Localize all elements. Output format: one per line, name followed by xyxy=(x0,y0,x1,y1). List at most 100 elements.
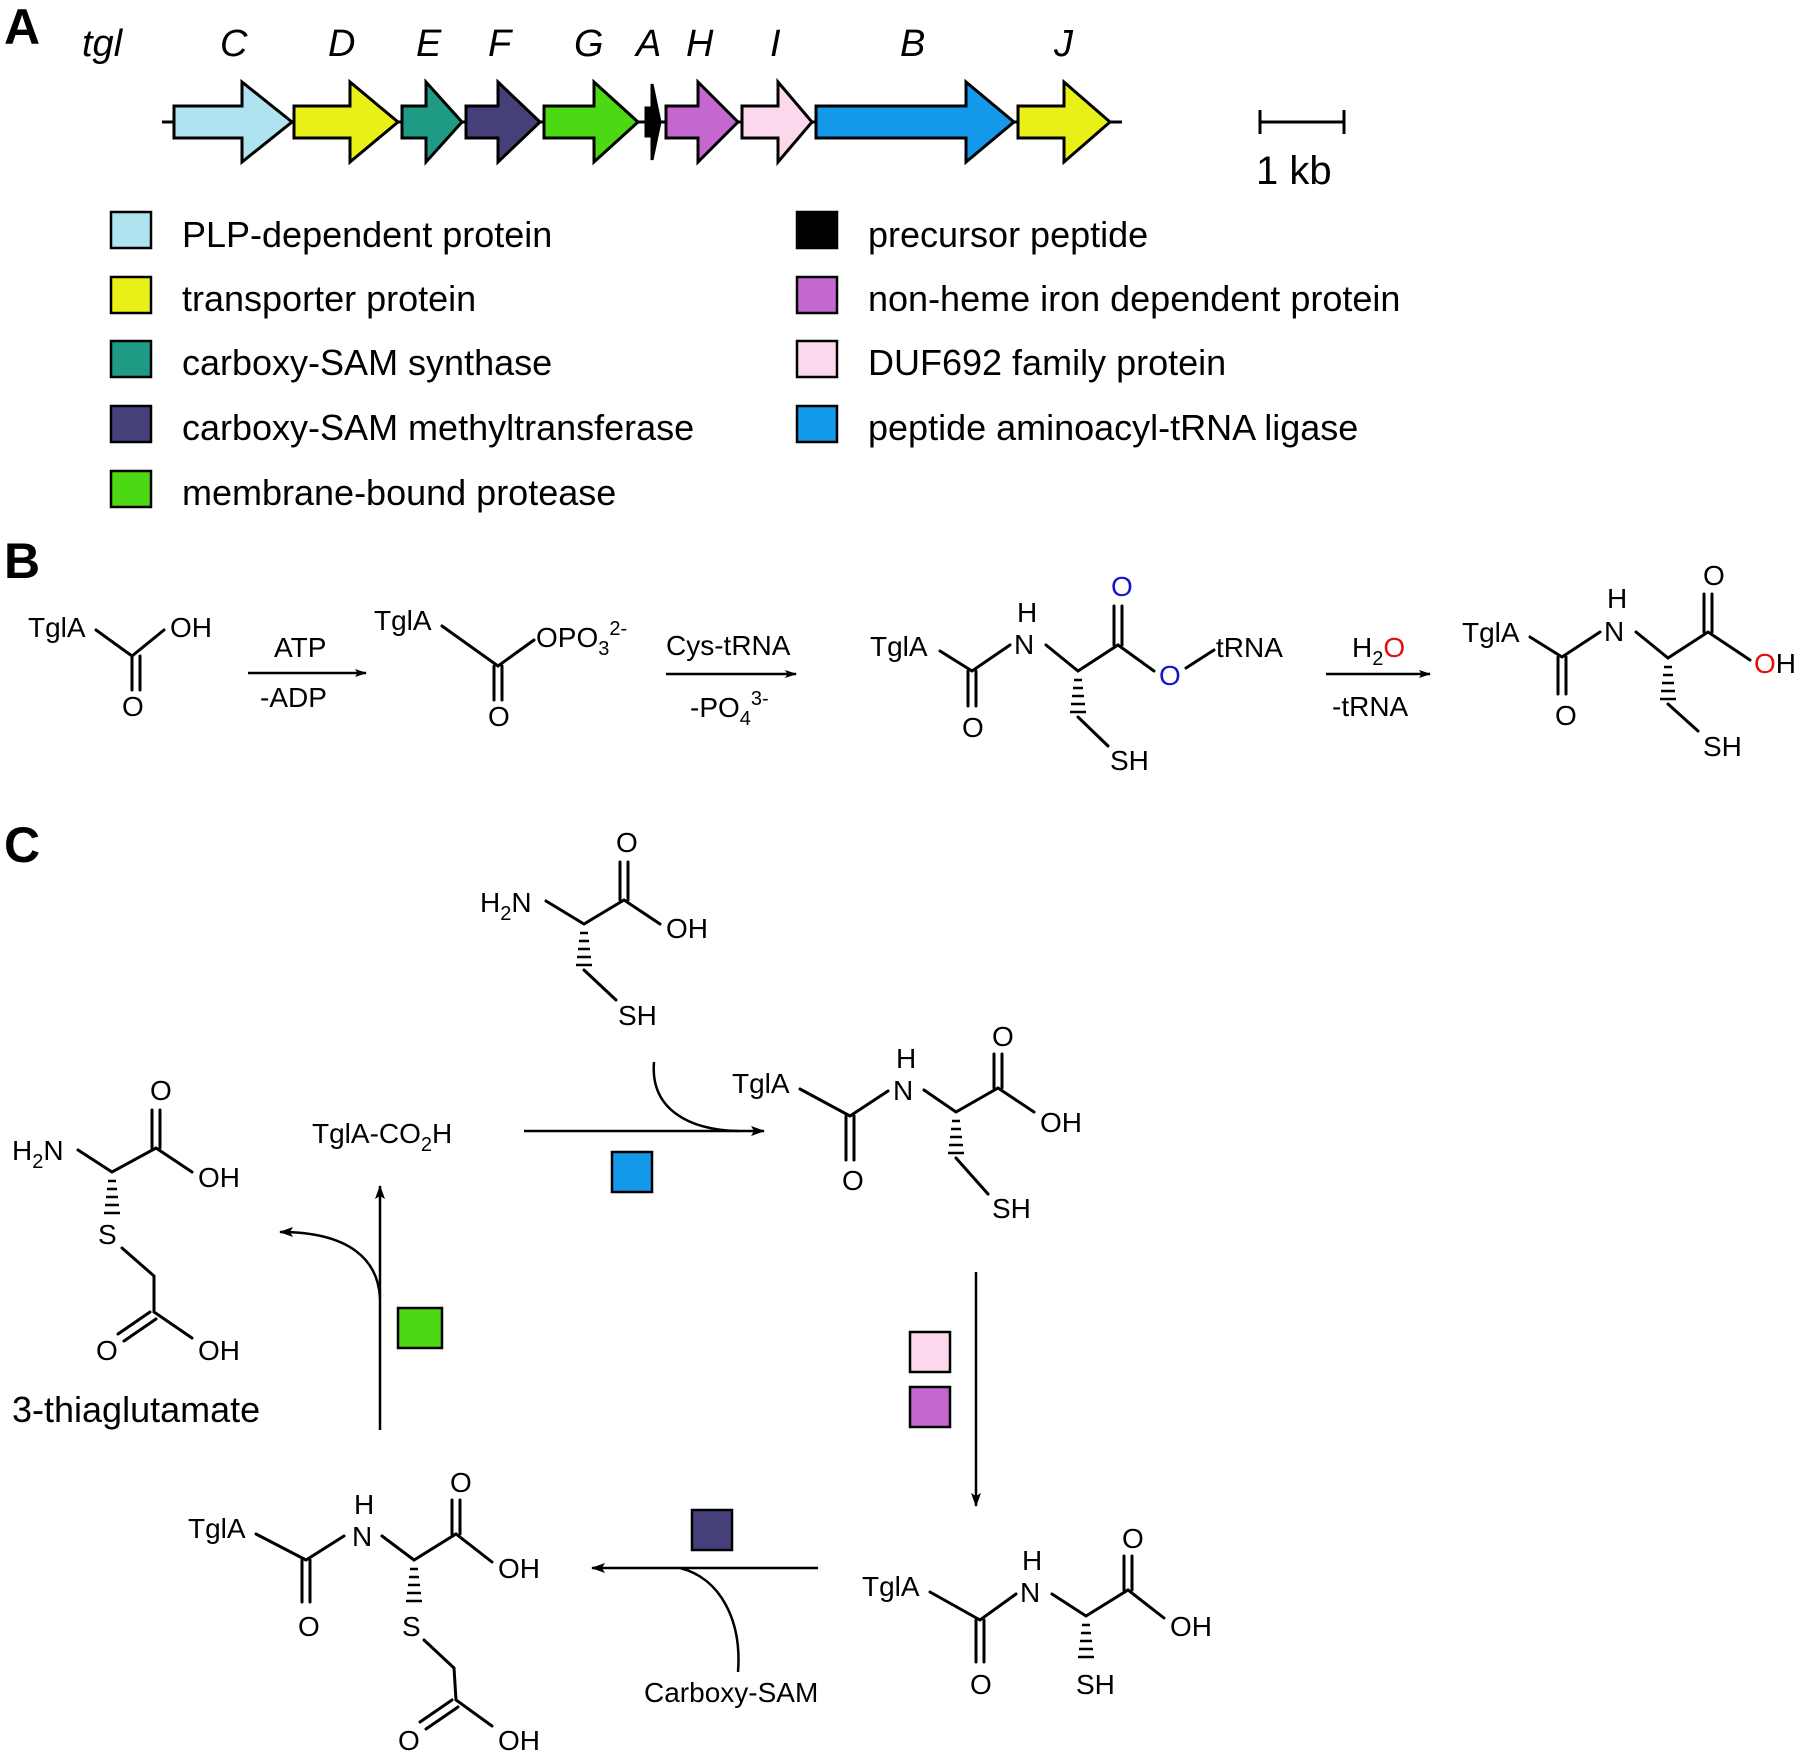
gene-arrow-i xyxy=(740,77,814,167)
gene-label-b: B xyxy=(900,23,925,65)
atom-h: H xyxy=(1017,597,1037,628)
atom-tgla: TglA xyxy=(188,1513,246,1544)
thiaglutamate: O H2N OH S O OH 3-thiaglutamate xyxy=(12,1075,260,1430)
cysteine: O H2N OH SH xyxy=(480,827,708,1031)
atom-h: H xyxy=(354,1489,374,1520)
tgla-thioglycine: TglA H N O OH O SH xyxy=(862,1523,1212,1700)
tgla-thiaglutamate: TglA H N O OH O S O OH xyxy=(188,1467,540,1754)
panel-label-a: A xyxy=(4,0,40,55)
tgla-cys: TglA H N O OH O SH xyxy=(732,1021,1082,1224)
atom-n: N xyxy=(893,1075,913,1106)
reagent-atp: ATP xyxy=(274,632,326,663)
legend-swatch-methyltransferase xyxy=(109,404,153,444)
ligase-reaction-arrow xyxy=(524,1061,765,1194)
atom-sh: SH xyxy=(618,1000,657,1031)
reagent-carboxy-sam: Carboxy-SAM xyxy=(644,1677,818,1708)
atom-h: H xyxy=(1022,1545,1042,1576)
atom-o-carbonyl: O xyxy=(992,1021,1014,1052)
legend-label-precursor: precursor peptide xyxy=(868,214,1148,255)
panel-label-c: C xyxy=(4,817,40,873)
gene-labels: C D E F G A H I B J xyxy=(220,23,1074,65)
non-heme-iron-enzyme-marker xyxy=(908,1385,952,1429)
reaction-arrow-atp: ATP -ADP xyxy=(248,632,367,713)
reaction-arrow-hydrolysis: H2O -tRNA xyxy=(1326,632,1431,722)
atom-tgla: TglA xyxy=(1462,617,1520,648)
legend-label-transporter: transporter protein xyxy=(182,278,476,319)
atom-oh: OH xyxy=(198,1162,240,1193)
gene-arrow-h xyxy=(664,78,741,166)
atom-o-amide: O xyxy=(962,712,984,743)
scale-bar-label: 1 kb xyxy=(1256,149,1332,193)
protease-reaction-arrow xyxy=(279,1185,444,1430)
scale-bar: 1 kb xyxy=(1256,110,1346,193)
legend-swatch-ligase xyxy=(795,404,839,444)
atom-oh-acid: OH xyxy=(498,1725,540,1754)
gene-label-e: E xyxy=(416,23,442,65)
atom-oh: OH xyxy=(170,612,212,643)
atom-opo3: OPO32- xyxy=(536,618,627,660)
gene-label-c: C xyxy=(220,23,248,65)
atom-o-amide: O xyxy=(842,1165,864,1196)
atom-n: N xyxy=(1020,1577,1040,1608)
legend-label-duf692: DUF692 family protein xyxy=(868,342,1226,383)
gene-label-d: D xyxy=(328,23,355,65)
legend-swatch-transporter xyxy=(109,275,153,315)
gene-label-a: A xyxy=(634,23,661,65)
atom-tgla: TglA xyxy=(374,605,432,636)
gene-label-i: I xyxy=(770,23,781,65)
atom-trna: tRNA xyxy=(1216,632,1283,663)
ligase-enzyme-marker xyxy=(610,1150,654,1194)
gene-arrow-j xyxy=(1016,78,1113,166)
atom-o-carbonyl: O xyxy=(1703,560,1725,591)
tgla-cys-trna-ester: TglA H N O O tRNA O SH xyxy=(870,571,1283,776)
tgla-co2h: TglA-CO2H xyxy=(312,1118,452,1156)
atom-o-carbonyl: O xyxy=(450,1467,472,1498)
atom-sh: SH xyxy=(992,1193,1031,1224)
tgla-acyl-phosphate: TglA OPO32- O xyxy=(374,605,627,732)
gene-arrow-e xyxy=(400,78,465,166)
desulfurization-arrow xyxy=(908,1272,981,1507)
atom-tgla: TglA xyxy=(28,612,86,643)
duf692-enzyme-marker xyxy=(908,1330,952,1374)
atom-h: H xyxy=(1607,583,1627,614)
gene-arrow-f xyxy=(464,78,543,166)
legend-label-non-heme-iron: non-heme iron dependent protein xyxy=(868,278,1400,319)
gene-arrow-a xyxy=(644,83,662,161)
atom-o: O xyxy=(488,701,510,732)
atom-oh: OH xyxy=(666,913,708,944)
atom-o-carbonyl: O xyxy=(1111,571,1133,602)
atom-sh: SH xyxy=(1110,745,1149,776)
byproduct-phosphate: -PO43- xyxy=(690,688,769,730)
carboxymethylation-arrow: Carboxy-SAM xyxy=(591,1508,818,1708)
atom-sh: SH xyxy=(1703,731,1742,762)
tgla-cys-product: TglA H N O OH O SH xyxy=(1462,560,1796,762)
atom-o-acid: O xyxy=(96,1335,118,1366)
atom-n: N xyxy=(1014,629,1034,660)
atom-oh: OH xyxy=(1754,648,1796,679)
byproduct-trna: -tRNA xyxy=(1332,691,1409,722)
atom-h: H xyxy=(896,1043,916,1074)
reaction-arrow-cys-trna: Cys-tRNA -PO43- xyxy=(666,630,797,730)
byproduct-adp: -ADP xyxy=(260,682,327,713)
gene-label-j: J xyxy=(1053,23,1074,65)
legend-swatch-carboxy-sam-synthase xyxy=(109,339,153,379)
atom-o-carbonyl: O xyxy=(150,1075,172,1106)
atom-s: S xyxy=(402,1611,421,1642)
atom-o: O xyxy=(616,827,638,858)
gene-label-g: G xyxy=(574,23,604,65)
gene-arrow-g xyxy=(542,78,641,166)
atom-nh2: H2N xyxy=(12,1135,64,1173)
gene-label-f: F xyxy=(488,23,513,65)
reagent-cys-trna: Cys-tRNA xyxy=(666,630,791,661)
legend-label-methyltransferase: carboxy-SAM methyltransferase xyxy=(182,407,694,448)
atom-o-acid: O xyxy=(398,1725,420,1754)
panel-label-b: B xyxy=(4,533,40,589)
atom-nh2: H2N xyxy=(480,887,532,925)
atom-o: O xyxy=(122,691,144,722)
thiaglutamate-label: 3-thiaglutamate xyxy=(12,1389,260,1430)
legend-swatch-precursor xyxy=(795,210,839,250)
atom-oh-acid: OH xyxy=(198,1335,240,1366)
gene-arrow-c xyxy=(172,78,295,166)
atom-tgla: TglA xyxy=(862,1571,920,1602)
protease-enzyme-marker xyxy=(396,1306,444,1350)
